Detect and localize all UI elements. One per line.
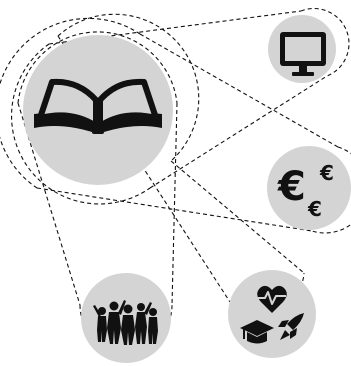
people-node (81, 273, 171, 363)
euro-symbol-top: € (319, 161, 334, 185)
group-of-people-icon (93, 300, 158, 345)
euro-coins-icon: € € € (277, 161, 334, 221)
rocket-icon (278, 313, 304, 340)
euro-symbol-large: € (277, 164, 306, 210)
euro-symbol-bottom: € (307, 197, 322, 221)
computer-monitor-icon (280, 32, 326, 76)
health-education-rocket-icon (240, 285, 304, 344)
computer-node (268, 15, 336, 83)
central-node (23, 35, 173, 185)
connector-money (0, 17, 351, 234)
aspirations-node (228, 270, 316, 358)
open-book-icon (34, 78, 162, 134)
graduation-cap-icon (240, 320, 274, 344)
heart-pulse-icon (257, 285, 287, 313)
money-node: € € € (267, 146, 351, 230)
